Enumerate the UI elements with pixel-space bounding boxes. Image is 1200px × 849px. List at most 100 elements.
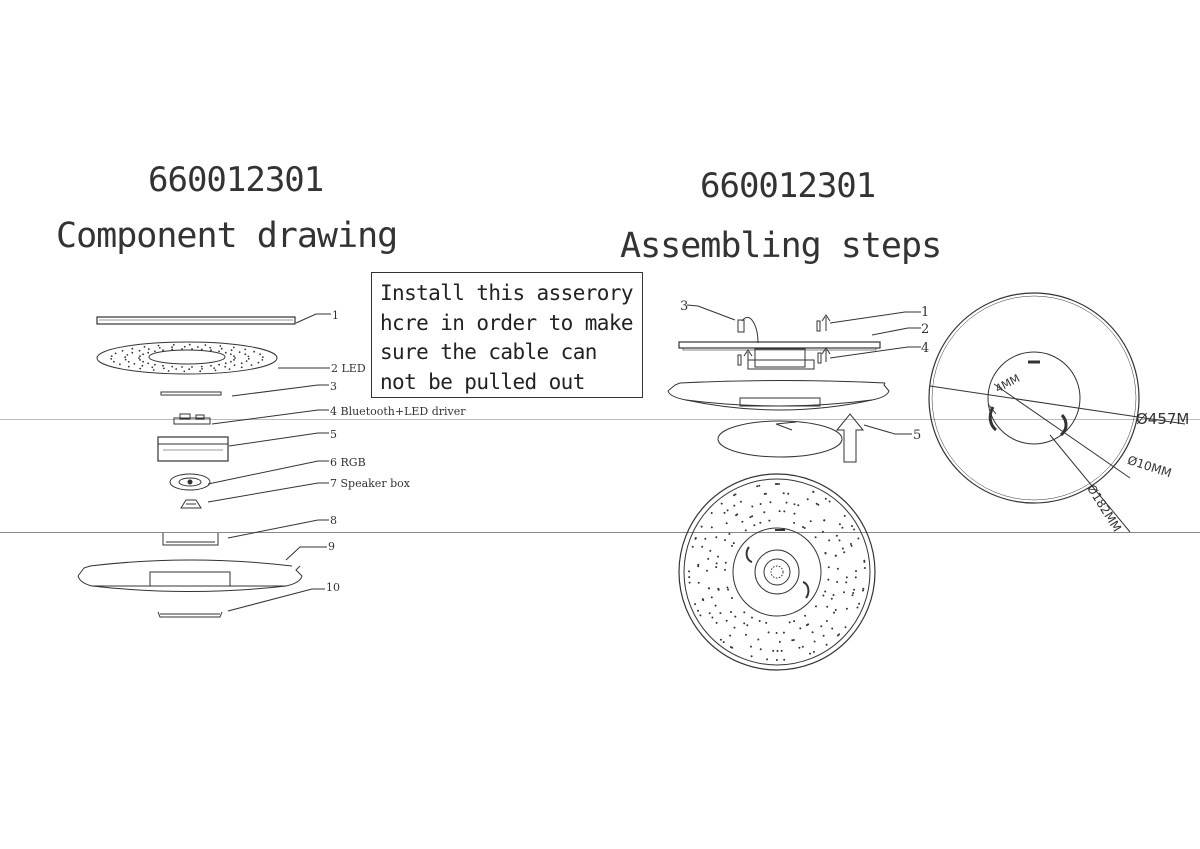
led-dot [710,596,713,599]
led-dot [834,609,837,611]
part-label-5: 5 [330,428,337,441]
led-dot [822,634,825,637]
led-dot [741,520,744,523]
left-model-code: 660012301 [148,160,324,200]
led-dot [218,350,221,353]
led-dot [862,589,864,592]
assembly-plate [678,304,921,370]
led-dot [753,524,756,527]
led-dot [836,634,839,637]
led-dot [253,350,256,353]
led-dot [710,526,713,529]
led-dot [233,364,236,367]
led-dot [751,515,754,518]
part-10-cover [157,588,325,618]
led-dot [745,633,747,636]
led-dot [775,659,778,661]
led-dot [724,568,726,571]
led-dot [141,364,144,367]
part-label-3: 3 [330,380,337,393]
note-line: not be pulled out [380,369,585,394]
led-dot [126,354,129,356]
led-dot [234,357,236,359]
led-dot [152,369,155,371]
led-dot [727,588,730,591]
led-dot [838,539,841,542]
led-dot [188,368,191,371]
led-dot [783,658,786,661]
led-dot [744,529,747,532]
led-dot [763,511,766,514]
led-dot [183,345,186,348]
led-dot [792,639,795,641]
part-label-1: 1 [332,309,339,322]
led-dot [853,528,856,531]
led-dot [765,621,768,624]
led-dot [756,485,759,488]
led-dot [739,500,742,503]
led-dot [214,369,217,372]
part-1-mounting-plate [96,313,331,325]
led-dot [836,567,839,570]
led-dot [751,505,754,508]
led-dot [733,626,736,629]
led-dot [725,619,728,622]
part-label-9: 9 [328,540,335,553]
led-dot [843,551,846,554]
led-dot [699,614,702,617]
led-dot [708,612,711,615]
led-dot [200,348,203,351]
led-dot [726,586,729,589]
assembly-shade [667,380,890,411]
led-dot [863,567,866,569]
part-label-8: 8 [330,514,337,527]
led-dot [191,348,193,350]
led-dot [759,521,762,524]
led-dot [797,504,800,507]
led-dot [724,539,726,542]
dim-diameter: Ø457M [1136,410,1190,428]
led-dot [707,587,710,590]
led-dot [862,587,865,590]
led-dot [714,604,717,607]
led-dot [793,503,796,506]
led-dot [219,345,222,347]
led-dot [259,353,261,356]
led-dot [824,551,827,554]
led-dot [863,560,866,563]
led-dot [707,557,710,560]
led-dot [768,519,771,522]
led-dot [749,516,752,519]
led-dot [776,483,779,485]
led-dot [232,346,235,349]
led-dot [213,367,216,369]
led-dot [746,624,749,627]
led-dot [183,370,186,373]
led-dot [210,364,212,367]
led-dot [845,576,848,579]
led-dot [849,543,852,545]
led-dot [851,525,853,527]
insert-arrow [835,413,912,463]
led-dot [204,344,207,346]
led-dot [694,537,697,540]
led-dot [785,501,788,504]
led-dot [113,360,115,363]
led-dot [722,641,725,644]
led-dot [827,566,830,569]
part-label-4: 4 Bluetooth+LED driver [330,405,466,418]
led-dot [147,348,150,351]
led-dot [224,351,227,354]
led-dot [834,554,837,557]
assembling-steps-heading: Assembling steps [620,226,942,266]
led-dot [697,563,700,566]
led-dot [832,594,835,596]
part-7-speaker-box [180,482,329,509]
led-dot [224,362,227,365]
led-dot [802,526,804,528]
led-dot [824,590,827,593]
led-dot [758,484,761,487]
led-dot [831,627,834,630]
led-dot [167,370,170,372]
led-dot [700,525,703,528]
